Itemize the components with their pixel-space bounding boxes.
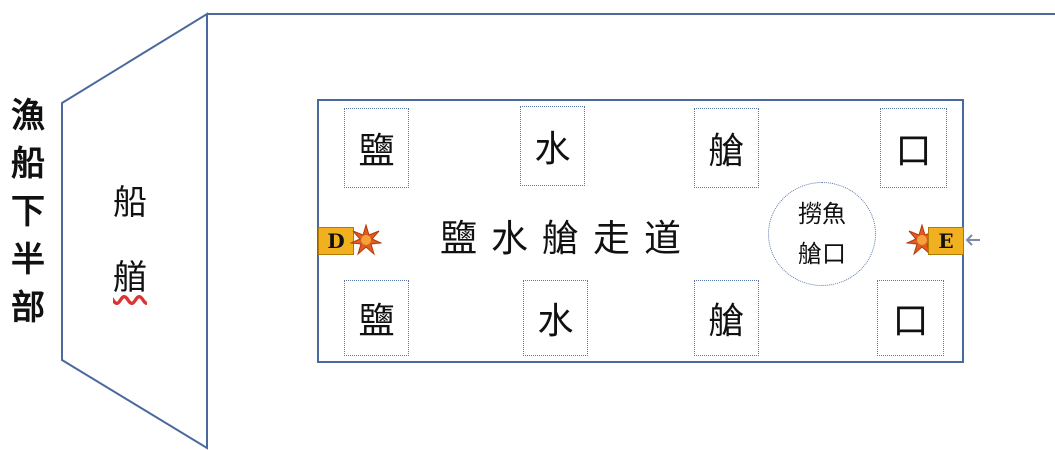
arrow-left-icon: [965, 234, 980, 246]
hold-top-3: 艙: [694, 108, 759, 188]
vertical-title: 漁 船 下 半 部: [8, 92, 48, 332]
bow-label-1: 船: [113, 183, 147, 223]
title-char: 下: [11, 192, 45, 232]
hold-top-4: 口: [880, 108, 947, 188]
hold-bottom-1: 鹽: [344, 280, 409, 356]
corridor-label: 鹽水艙走道: [440, 217, 695, 260]
door-e: E: [928, 227, 964, 255]
hold-bottom-3: 艙: [694, 280, 759, 356]
hold-top-1: 鹽: [344, 108, 409, 188]
title-char: 半: [11, 240, 45, 280]
title-char: 船: [11, 144, 45, 184]
hold-top-2: 水: [520, 106, 585, 186]
bow-section: [61, 12, 208, 450]
burst-icon: [350, 224, 382, 256]
title-char: 部: [11, 288, 45, 328]
title-char: 漁: [11, 96, 45, 136]
bow-label-2: 艏: [113, 258, 147, 298]
hold-bottom-4: 口: [877, 280, 944, 356]
fish-hatch: 撈魚 艙口: [768, 182, 876, 286]
door-d: D: [318, 227, 354, 255]
fish-hatch-line2: 艙口: [798, 240, 846, 268]
fish-hatch-line1: 撈魚: [798, 200, 846, 228]
hold-bottom-2: 水: [523, 280, 588, 356]
